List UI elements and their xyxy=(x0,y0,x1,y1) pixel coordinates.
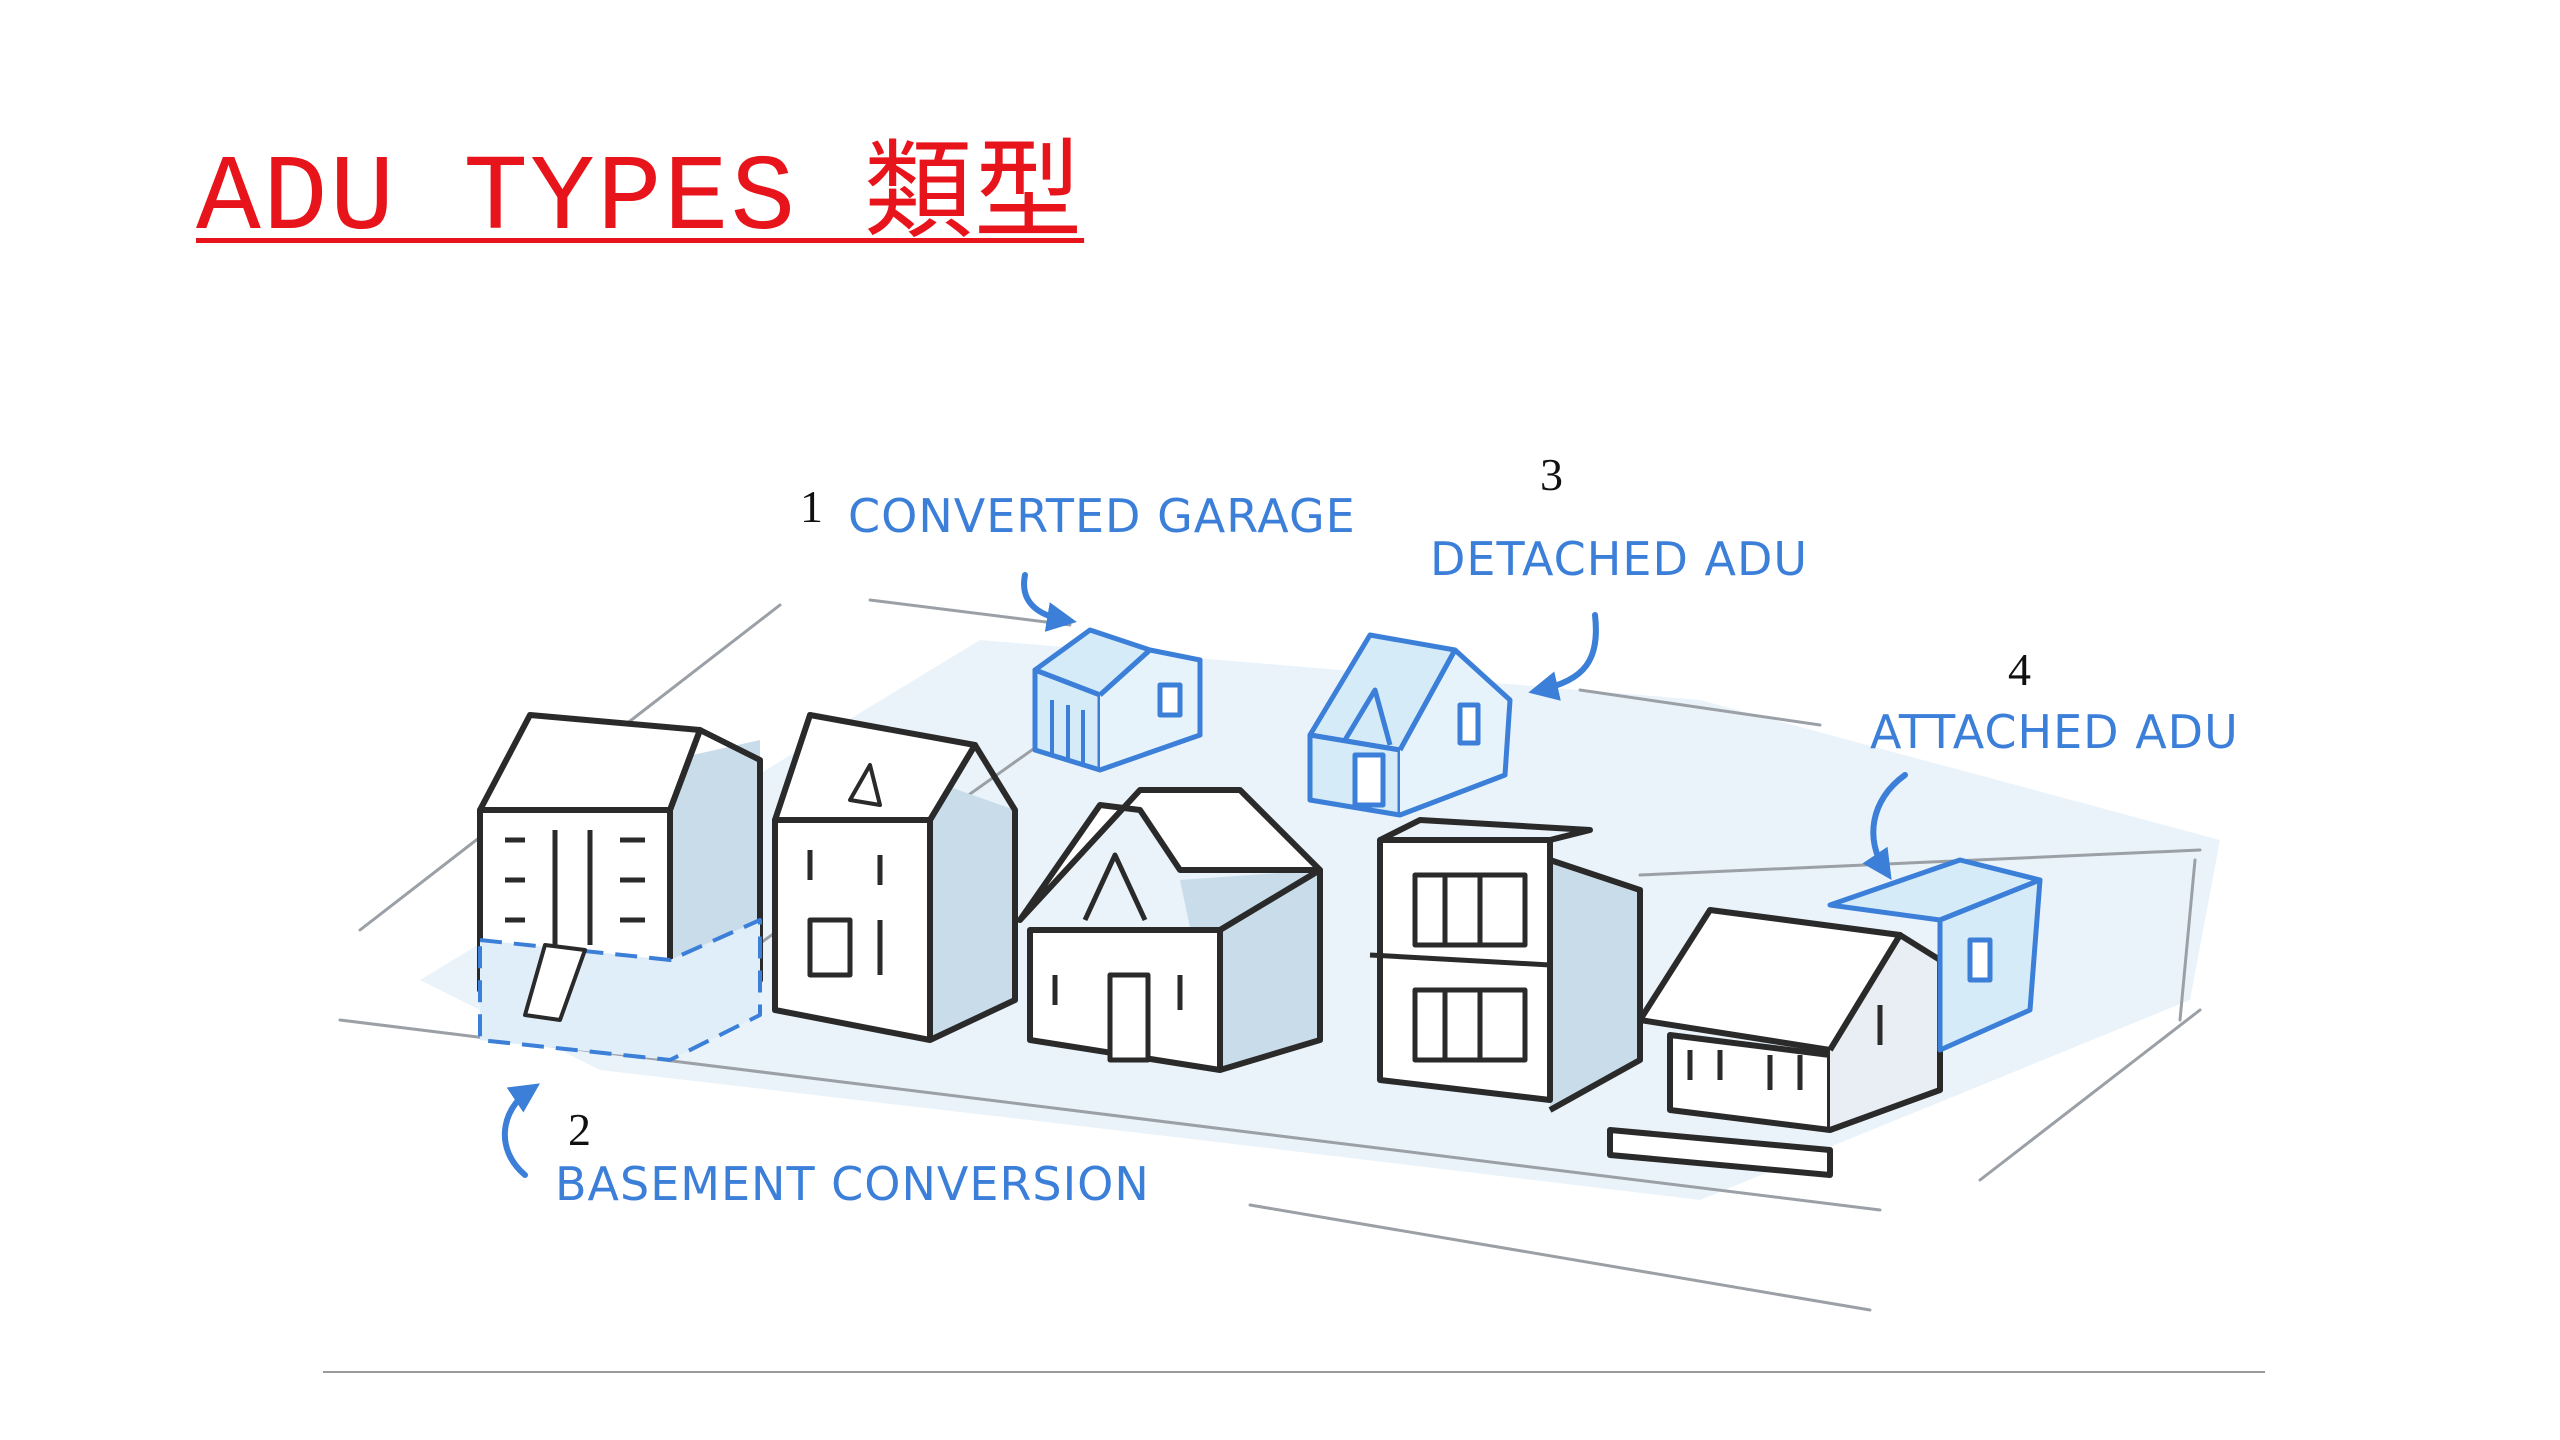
label-text: BASEMENT CONVERSION xyxy=(555,1157,1150,1211)
attached-adu-building xyxy=(1827,857,2043,1053)
slide-title: ADU TYPES 類型 xyxy=(196,139,1085,261)
label-converted-garage: 1 CONVERTED GARAGE xyxy=(800,481,1356,543)
house-two xyxy=(772,712,1018,1043)
label-text: DETACHED ADU xyxy=(1430,532,1808,586)
label-attached-adu: 4 ATTACHED ADU xyxy=(1870,644,2239,759)
detached-adu-building xyxy=(1307,632,1513,818)
label-number: 4 xyxy=(2008,644,2031,695)
callout-arrows xyxy=(501,572,1908,1178)
label-text: ATTACHED ADU xyxy=(1870,705,2239,759)
label-detached-adu: 3 DETACHED ADU xyxy=(1430,449,1808,586)
footer-divider xyxy=(323,1371,2265,1373)
label-number: 2 xyxy=(568,1104,591,1155)
label-text: CONVERTED GARAGE xyxy=(848,489,1356,543)
house-four xyxy=(1369,817,1643,1113)
house-five xyxy=(1607,907,1943,1178)
house-three xyxy=(1017,787,1323,1073)
label-basement-conversion: 2 BASEMENT CONVERSION xyxy=(555,1104,1150,1211)
label-number: 3 xyxy=(1540,449,1563,500)
label-number: 1 xyxy=(800,481,823,532)
house-basement xyxy=(477,712,763,1062)
converted-garage-building xyxy=(1032,627,1203,773)
